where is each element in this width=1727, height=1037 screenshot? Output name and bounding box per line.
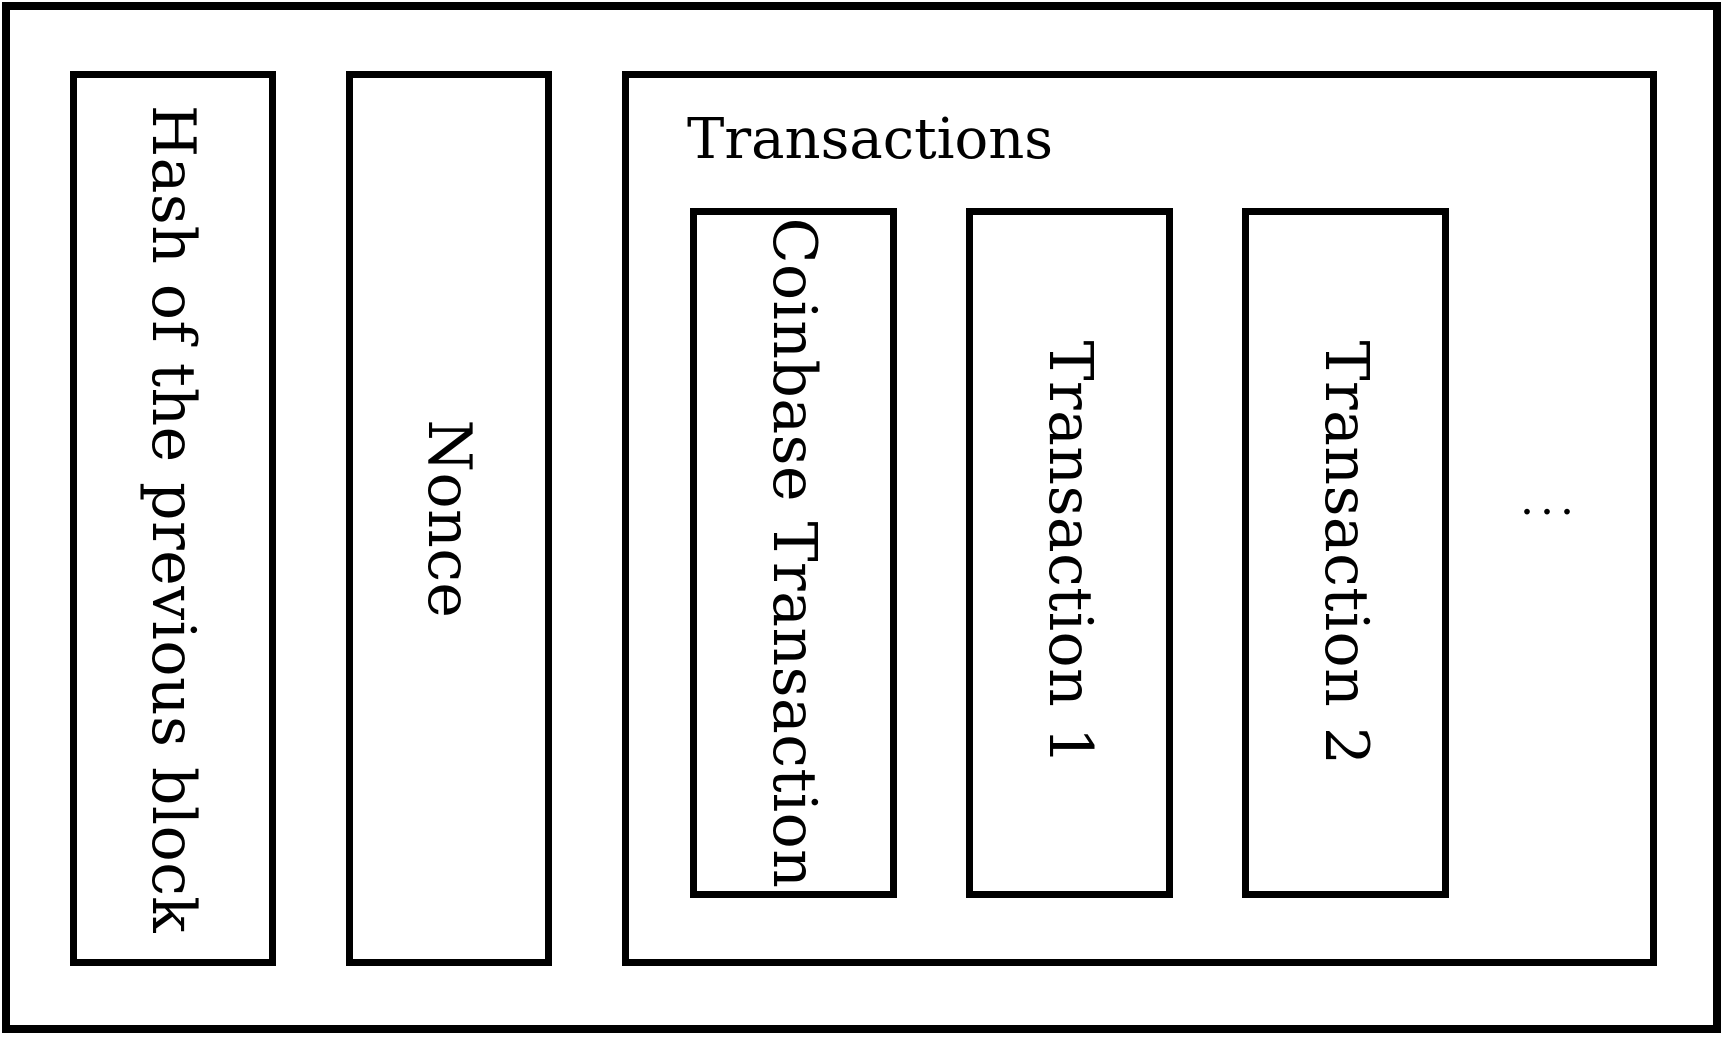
transaction-2-label: Transaction 2 (1310, 340, 1381, 766)
prev-hash-field: Hash of the previous block (70, 71, 276, 966)
nonce-label: Nonce (414, 419, 484, 618)
coinbase-transaction-box: Coinbase Transaction (690, 208, 897, 898)
prev-hash-label: Hash of the previous block (138, 104, 208, 933)
transaction-2-box: Transaction 2 (1242, 208, 1449, 898)
transaction-1-label: Transaction 1 (1034, 340, 1105, 766)
transactions-title: Transactions (687, 107, 1053, 172)
transaction-1-box: Transaction 1 (966, 208, 1173, 898)
nonce-field: Nonce (346, 71, 552, 966)
coinbase-transaction-label: Coinbase Transaction (758, 217, 829, 889)
more-transactions-ellipsis: ... (1520, 474, 1580, 525)
